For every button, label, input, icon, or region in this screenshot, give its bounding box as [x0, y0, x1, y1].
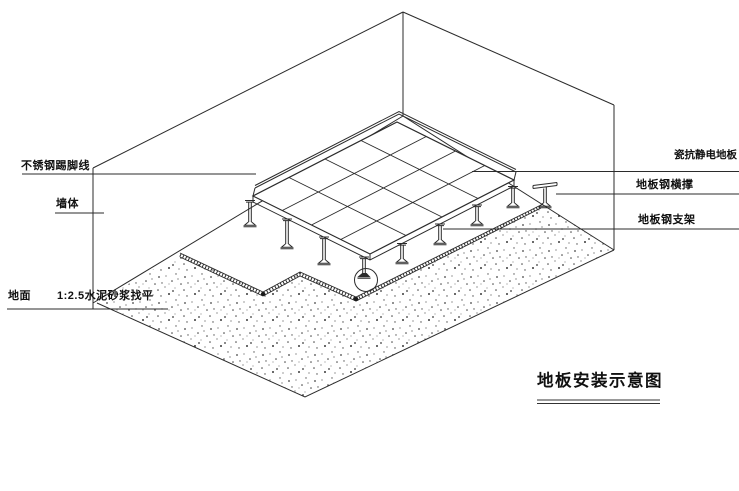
floor-pedestal — [506, 186, 520, 209]
step-edge-top-line — [179, 203, 544, 298]
floor-pedestal — [470, 204, 484, 227]
detail-circle — [354, 268, 378, 292]
mortar-step-edge — [179, 203, 544, 302]
skirting-trim — [252, 110, 517, 197]
ground-outer-edge — [96, 249, 615, 398]
leader-lines — [7, 171, 739, 310]
step-corner-dot — [261, 292, 265, 296]
step-edge-bottom-line — [179, 207, 542, 302]
floor-pedestal-detail-foot — [357, 273, 371, 278]
floor-pedestal — [317, 236, 331, 266]
exposed-pedestal-with-stringer — [532, 182, 558, 209]
floor-pedestal — [395, 243, 409, 265]
callout-skirting: 不锈钢踢脚线 — [21, 160, 90, 172]
left-wall-top-edge — [92, 11, 404, 169]
step-hatch-band — [179, 204, 543, 301]
step-corner-dot — [353, 296, 359, 302]
raised-floor — [251, 110, 517, 261]
floor-pedestal — [538, 187, 552, 209]
floor-pedestal — [243, 200, 257, 228]
callout-panel: 瓷抗静电地板 — [674, 149, 737, 161]
callout-stringer: 地板钢横撑 — [636, 179, 694, 191]
floor-edge-stringers — [252, 180, 515, 261]
floor-tile-grid — [282, 136, 485, 240]
callout-ground: 地面 — [8, 290, 31, 302]
title-underline — [537, 399, 660, 405]
callout-wall: 墙体 — [56, 198, 79, 210]
floor-pedestal — [433, 223, 447, 246]
stringer-segment — [532, 182, 558, 189]
floor-pedestal — [280, 218, 294, 250]
callout-mortar: 1:2.5水泥砂浆找平 — [57, 290, 154, 302]
diagram-title: 地板安装示意图 — [537, 372, 663, 390]
right-wall-top-edge — [402, 11, 615, 106]
callout-pedestal: 地板钢支架 — [638, 214, 696, 226]
